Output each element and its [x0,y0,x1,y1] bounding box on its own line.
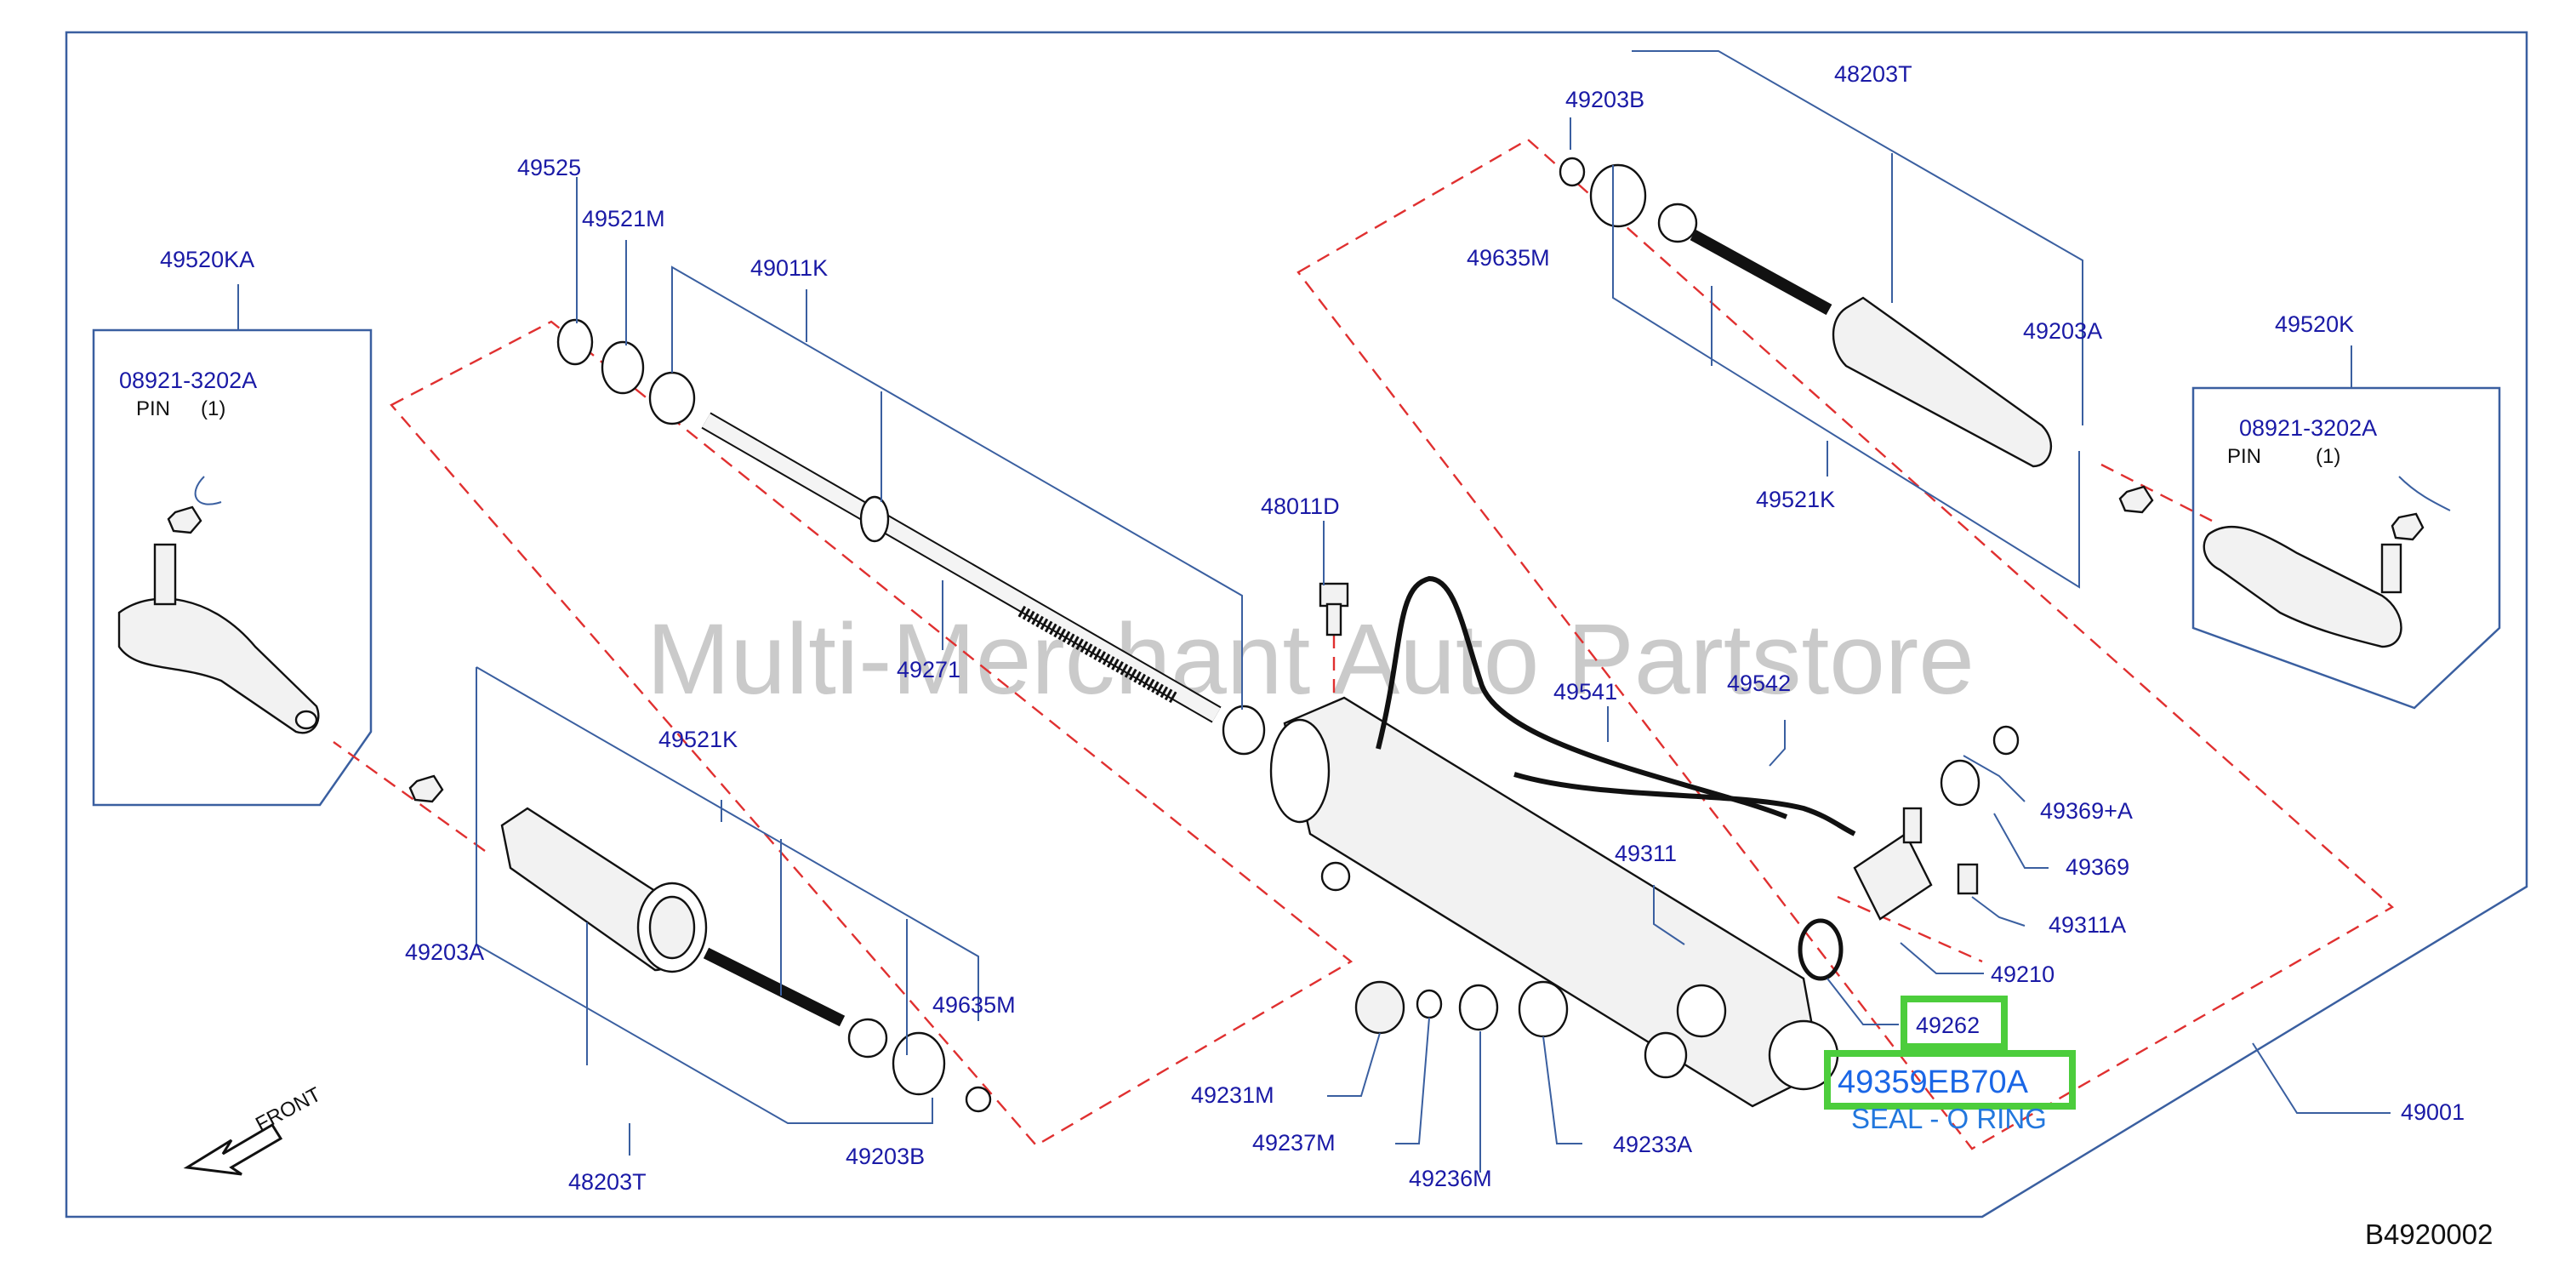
control-valve [1853,725,2020,921]
pin-qty-right: (1) [2316,445,2340,468]
label-49210[interactable]: 49210 [1991,962,2055,987]
label-48203t-bottom[interactable]: 48203T [568,1169,647,1195]
label-49231m[interactable]: 49231M [1191,1082,1274,1108]
label-49203b-bottom[interactable]: 49203B [846,1144,925,1169]
label-49521m[interactable]: 49521M [582,206,665,231]
label-49001[interactable]: 49001 [2401,1099,2465,1125]
label-49236m[interactable]: 49236M [1409,1166,1492,1191]
label-49635m-bottom[interactable]: 49635M [932,992,1016,1018]
pin-label-right: PIN [2227,445,2261,468]
label-49541[interactable]: 49541 [1553,679,1617,705]
label-49203a-right[interactable]: 49203A [2023,318,2102,344]
highlight-box-49262 [1901,996,2008,1050]
label-49237m[interactable]: 49237M [1252,1130,1336,1156]
label-seal-o-ring: SEAL - O RING [1851,1103,2047,1134]
watermark-text: Multi-Merchant Auto Partstore [647,603,1975,716]
right-boot [1832,296,2052,468]
leader-lines [237,50,2391,1173]
spacer [1416,989,1443,1019]
label-49203a-left[interactable]: 49203A [405,939,484,965]
left-dashed-group [390,320,1354,1147]
label-49542[interactable]: 49542 [1727,671,1791,696]
snap-ring [556,318,594,366]
label-48203t-top[interactable]: 48203T [1834,61,1912,87]
left-inner-tie-rod [703,947,992,1113]
label-49520k[interactable]: 49520K [2275,311,2354,337]
label-08921-3202a-left[interactable]: 08921-3202A [119,368,257,393]
label-48011d[interactable]: 48011D [1261,494,1340,519]
label-49369[interactable]: 49369 [2066,854,2129,880]
pin-label-left: PIN [136,397,170,420]
bearing [1354,980,1405,1035]
retainer [1518,980,1569,1038]
nut-right [2118,485,2154,514]
label-49369a[interactable]: 49369+A [2040,798,2133,824]
label-49311[interactable]: 49311 [1615,841,1677,866]
seal-ring-top [648,371,696,425]
front-arrow-icon [183,1122,283,1176]
o-ring [1798,918,1844,981]
highlight-box-49359eb70a[interactable] [1824,1050,2076,1110]
label-49311a[interactable]: 49311A [2049,912,2126,938]
right-inner-tie-rod [1559,157,1832,316]
label-49525[interactable]: 49525 [517,155,581,180]
label-49233a[interactable]: 49233A [1613,1132,1692,1157]
diagram-id: B4920002 [2365,1218,2493,1250]
right-dashed-group [1297,138,2395,1150]
return-pipe [1513,772,1856,836]
oil-seal [1458,984,1499,1031]
label-49521k-top[interactable]: 49521K [1756,487,1835,512]
nut-left [408,774,444,803]
left-pin-dashed-axis [333,741,486,852]
seal-ring-rack [1222,705,1266,756]
label-49262[interactable]: 49262 [1916,1013,1980,1038]
right-pin-dashed-axis [2100,463,2213,522]
feed-pipe [1376,575,1788,819]
left-boot [500,807,708,973]
label-49635m-top[interactable]: 49635M [1467,245,1550,271]
right-tie-rod-end-box [2191,386,2501,710]
label-49011k[interactable]: 49011K [750,255,828,281]
label-49520ka[interactable]: 49520KA [160,247,254,272]
label-49271[interactable]: 49271 [897,657,960,682]
front-label: FRONT [252,1082,325,1136]
rack-bar [701,412,1222,723]
steering-gear-housing [1269,696,1839,1108]
label-49203b-top[interactable]: 49203B [1565,87,1644,112]
assembly-frame [65,31,2528,1218]
label-49359eb70a[interactable]: 49359EB70A [1838,1064,2029,1100]
valve-dashed-axis [1837,895,1983,963]
label-49521k-bottom[interactable]: 49521K [658,727,738,752]
label-08921-3202a-right[interactable]: 08921-3202A [2239,415,2377,441]
right-tie-rod-end [2203,476,2451,648]
pin-qty-left: (1) [201,397,225,420]
left-tie-rod-end-box [92,328,373,807]
banjo-bolt [1319,582,1349,636]
bushing [601,340,645,395]
left-tie-rod-end [117,476,320,734]
